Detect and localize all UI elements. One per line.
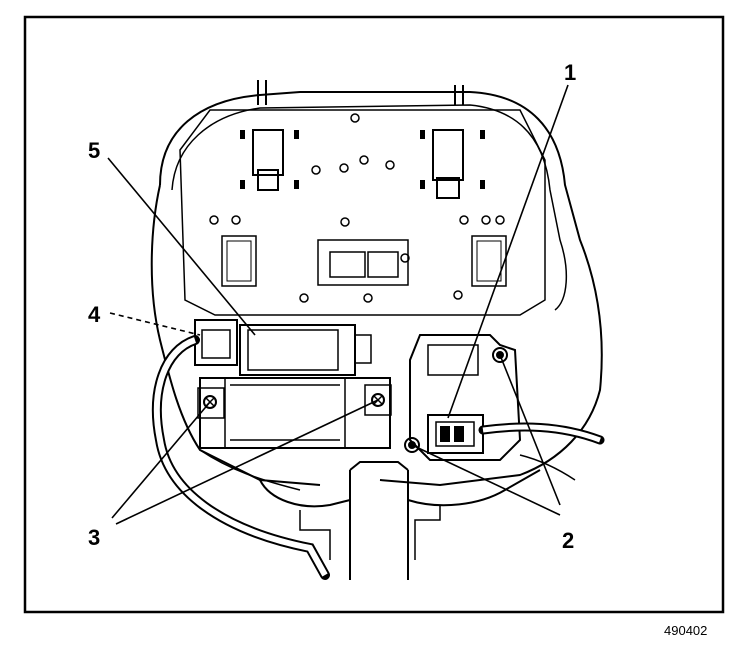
callout-5: 5 [88, 138, 100, 163]
leader-line-1 [447, 84, 569, 419]
panel-connector-right [432, 129, 464, 181]
outer-housing-left [150, 184, 321, 486]
figure-id: 490402 [664, 623, 708, 638]
screw-right [371, 393, 385, 407]
leader-line-2b [411, 444, 561, 516]
mount-bolt-lower [404, 437, 420, 453]
leader-line-2a [499, 354, 561, 506]
steering-column [349, 470, 409, 580]
callout-4: 4 [88, 302, 101, 327]
upper-panel [179, 109, 546, 316]
lower-module-body [199, 377, 391, 449]
leader-line-4 [109, 312, 201, 336]
leader-line-3b [115, 399, 379, 525]
callout-2: 2 [562, 528, 574, 553]
figure-frame [23, 15, 725, 614]
right-module-body [409, 334, 522, 461]
assembly-drawing [150, 80, 605, 580]
leader-line-3a [111, 401, 211, 519]
callout-1: 1 [564, 60, 576, 85]
mount-bolt-upper [492, 347, 508, 363]
callout-3: 3 [88, 525, 100, 550]
panel-connector-left [252, 129, 284, 176]
leader-line-5 [107, 157, 256, 336]
screw-left [203, 395, 217, 409]
outer-housing [159, 91, 603, 487]
